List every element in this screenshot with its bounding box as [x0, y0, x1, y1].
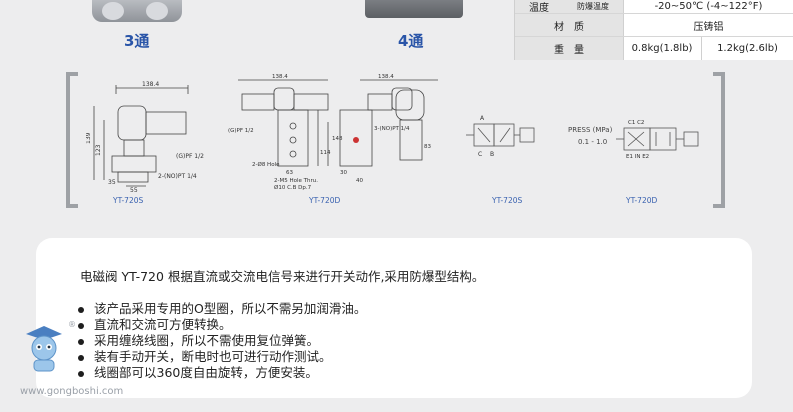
caption-yt720s-schematic: YT-720S	[492, 196, 523, 205]
port-note: 2-M5 Hole Thru.	[274, 178, 318, 184]
port-note: 3-(NO)PT 1/4	[374, 126, 410, 132]
caption-yt720d-dimension: YT-720D	[309, 196, 341, 205]
feature-text: 该产品采用专用的O型圈，所以不需另加润滑油。	[94, 301, 367, 316]
spec-label: 材 质	[515, 14, 623, 36]
panel-right-bracket	[713, 72, 725, 208]
watermark-url: www.gongboshi.com	[20, 386, 124, 397]
feature-item: 线圈部可以360度自由旋转，方便安装。	[78, 362, 318, 381]
spec-value: 压铸铝	[693, 21, 724, 33]
dim-label: 63	[286, 170, 293, 176]
bullet-icon	[78, 306, 84, 313]
description-card	[36, 238, 752, 398]
bullet-icon	[78, 338, 84, 345]
dim-label: 35	[108, 179, 116, 186]
dim-label: 148	[332, 136, 343, 142]
dim-label: 139	[86, 132, 92, 144]
pressure-range: 0.1 - 1.0	[578, 138, 608, 146]
port-note: 2-(NO)PT 1/4	[158, 173, 197, 180]
drawing-yt720d-dimension: 138.4 138.4 (G)PF 1/2 3-(NO)PT 1/4 2-Ø8 …	[228, 74, 438, 191]
dim-label: 138.4	[378, 74, 394, 80]
spec-table: 温度 防爆温度 -20~50℃ (-4~122°F) 材 质 压铸铝 重 量 0…	[514, 0, 793, 60]
dim-label: 138.4	[272, 74, 288, 80]
dim-label: 138.4	[142, 81, 159, 88]
bullet-icon	[78, 354, 84, 361]
pressure-title: PRESS (MPa)	[568, 126, 613, 134]
caption-yt720d-schematic: YT-720D	[626, 196, 658, 205]
spec-value-a: 0.8kg(1.8lb)	[631, 43, 693, 54]
spec-label: 重 量	[515, 37, 623, 60]
schematic-yt720s: A C B	[466, 115, 535, 158]
feature-item: 直流和交流可方便转换。	[78, 314, 232, 333]
port-note: (G)PF 1/2	[228, 128, 254, 134]
port-a: A	[480, 115, 485, 122]
dim-label: 114	[320, 150, 331, 156]
feature-item: 该产品采用专用的O型圈，所以不需另加润滑油。	[78, 298, 366, 317]
feature-text: 线圈部可以360度自由旋转，方便安装。	[94, 365, 318, 380]
feature-text: 装有手动开关，断电时也可进行动作测试。	[94, 349, 332, 364]
caption-yt720s-dimension: YT-720S	[113, 196, 144, 205]
spec-label: 温度	[515, 0, 563, 14]
dim-label: 123	[95, 144, 102, 156]
dim-label: 30	[340, 170, 347, 176]
bullet-icon	[78, 322, 84, 329]
panel-left-bracket	[66, 72, 78, 208]
mascot-robot-icon	[26, 326, 62, 372]
spec-sublabel: 防爆温度	[563, 0, 623, 13]
feature-text: 采用缠绕线圈，所以不需使用复位弹簧。	[94, 333, 320, 348]
dim-label: 83	[424, 144, 431, 150]
spec-row-temperature: 温度 防爆温度 -20~50℃ (-4~122°F)	[515, 0, 793, 14]
spec-row-material: 材 质 压铸铝	[515, 14, 793, 37]
drawing-yt720s-dimension: 138.4 139 123 55 35 (G)PF 1/2 2-(NO)PT 1…	[86, 81, 204, 192]
port-note: 2-Ø8 Hole	[252, 161, 280, 168]
dim-label: 55	[130, 187, 138, 192]
spec-row-weight: 重 量 0.8kg(1.8lb) 1.2kg(2.6lb)	[515, 37, 793, 60]
bullet-icon	[78, 370, 84, 377]
ports-top: C1 C2	[628, 120, 644, 126]
port-note: (G)PF 1/2	[176, 153, 204, 160]
port-b: B	[490, 151, 494, 158]
port-c: C	[478, 151, 482, 158]
dim-label: 40	[356, 178, 363, 184]
ports-bottom: E1 IN E2	[626, 154, 649, 160]
product-label-4way: 4通	[398, 32, 424, 50]
spec-value-b: 1.2kg(2.6lb)	[717, 43, 778, 54]
port-note: Ø10 C.B Dp.7	[274, 184, 312, 191]
product-photo-3way	[92, 0, 182, 22]
feature-item: 采用缠绕线圈，所以不需使用复位弹簧。	[78, 330, 319, 349]
feature-item: 装有手动开关，断电时也可进行动作测试。	[78, 346, 332, 365]
product-label-3way: 3通	[124, 32, 150, 50]
product-photo-4way	[365, 0, 463, 18]
schematic-yt720d: C1 C2 E1 IN E2	[616, 120, 699, 160]
feature-text: 直流和交流可方便转换。	[94, 317, 232, 332]
spec-value: -20~50℃ (-4~122°F)	[654, 1, 763, 12]
registered-mark: ®	[68, 320, 76, 329]
description-intro: 电磁阀 YT-720 根据直流或交流电信号来进行开关动作,采用防爆型结构。	[80, 269, 485, 284]
